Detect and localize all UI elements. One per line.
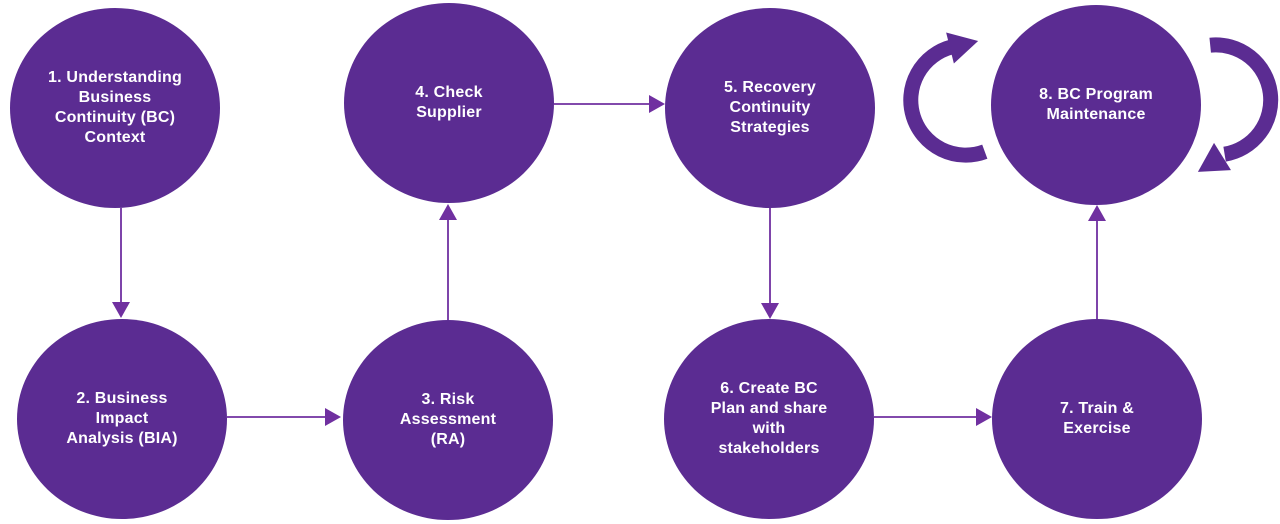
step-1-label-line: Business (78, 89, 152, 106)
cycle-arrow-right-arc (1209, 37, 1279, 162)
step-8-label-line: 8. BC Program (1039, 86, 1153, 103)
step-8-label-line: Maintenance (1046, 106, 1146, 123)
connector-2-to-3-arrowhead (325, 408, 341, 426)
step-2-label-line: 2. Business (76, 390, 168, 407)
step-7-label-line: Exercise (1063, 420, 1131, 437)
step-3-circle: 3. Risk Assessment (RA) (343, 320, 553, 520)
step-4-label: 4. Check Supplier (415, 83, 482, 123)
step-4-label-line: Supplier (416, 104, 482, 121)
step-1-label-line: Continuity (BC) (54, 109, 176, 126)
step-1-label: 1. Understanding Business Continuity (BC… (48, 68, 182, 148)
step-1-label-line: Context (84, 129, 146, 146)
step-2-label: 2. Business Impact Analysis (BIA) (66, 389, 177, 449)
step-7-label: 7. Train & Exercise (1060, 399, 1134, 439)
step-2-label-line: Analysis (BIA) (66, 430, 178, 447)
step-5-label-line: 5. Recovery (723, 79, 817, 96)
step-4-circle: 4. Check Supplier (344, 3, 554, 203)
step-6-label-line: stakeholders (718, 440, 820, 457)
connector-7-to-8-arrowhead (1088, 205, 1106, 221)
step-2-circle: 2. Business Impact Analysis (BIA) (17, 319, 227, 519)
cycle-arrow-left-arc (903, 39, 988, 163)
step-3-label-line: (RA) (430, 431, 466, 448)
step-6-label-line: 6. Create BC (720, 380, 818, 397)
step-6-label-line: with (752, 420, 786, 437)
step-3-label-line: 3. Risk (421, 391, 475, 408)
step-1-circle: 1. Understanding Business Continuity (BC… (10, 8, 220, 208)
step-6-label-line: Plan and share (710, 400, 828, 417)
step-4-label-line: 4. Check (415, 84, 483, 101)
step-8-label: 8. BC Program Maintenance (1039, 85, 1153, 125)
step-6-circle: 6. Create BC Plan and share with stakeho… (664, 319, 874, 519)
step-7-circle: 7. Train & Exercise (992, 319, 1202, 519)
step-5-label-line: Continuity (729, 99, 811, 116)
step-7-label-line: 7. Train & (1059, 400, 1135, 417)
step-2-label-line: Impact (95, 410, 149, 427)
connector-6-to-7-arrowhead (976, 408, 992, 426)
connector-1-to-2-arrowhead (112, 302, 130, 318)
step-3-label-line: Assessment (399, 411, 497, 428)
cycle-arrow-left-head (946, 32, 979, 64)
cycle-arrow-right-head (1197, 142, 1231, 172)
step-8-circle: 8. BC Program Maintenance (991, 5, 1201, 205)
connector-3-to-4-arrowhead (439, 204, 457, 220)
step-6-label: 6. Create BC Plan and share with stakeho… (711, 379, 828, 459)
step-3-label: 3. Risk Assessment (RA) (400, 390, 496, 450)
step-5-label-line: Strategies (730, 119, 810, 136)
step-1-label-line: 1. Understanding (48, 69, 182, 86)
step-5-circle: 5. Recovery Continuity Strategies (665, 8, 875, 208)
connector-5-to-6-arrowhead (761, 303, 779, 319)
step-5-label: 5. Recovery Continuity Strategies (724, 78, 816, 138)
connector-4-to-5-arrowhead (649, 95, 665, 113)
